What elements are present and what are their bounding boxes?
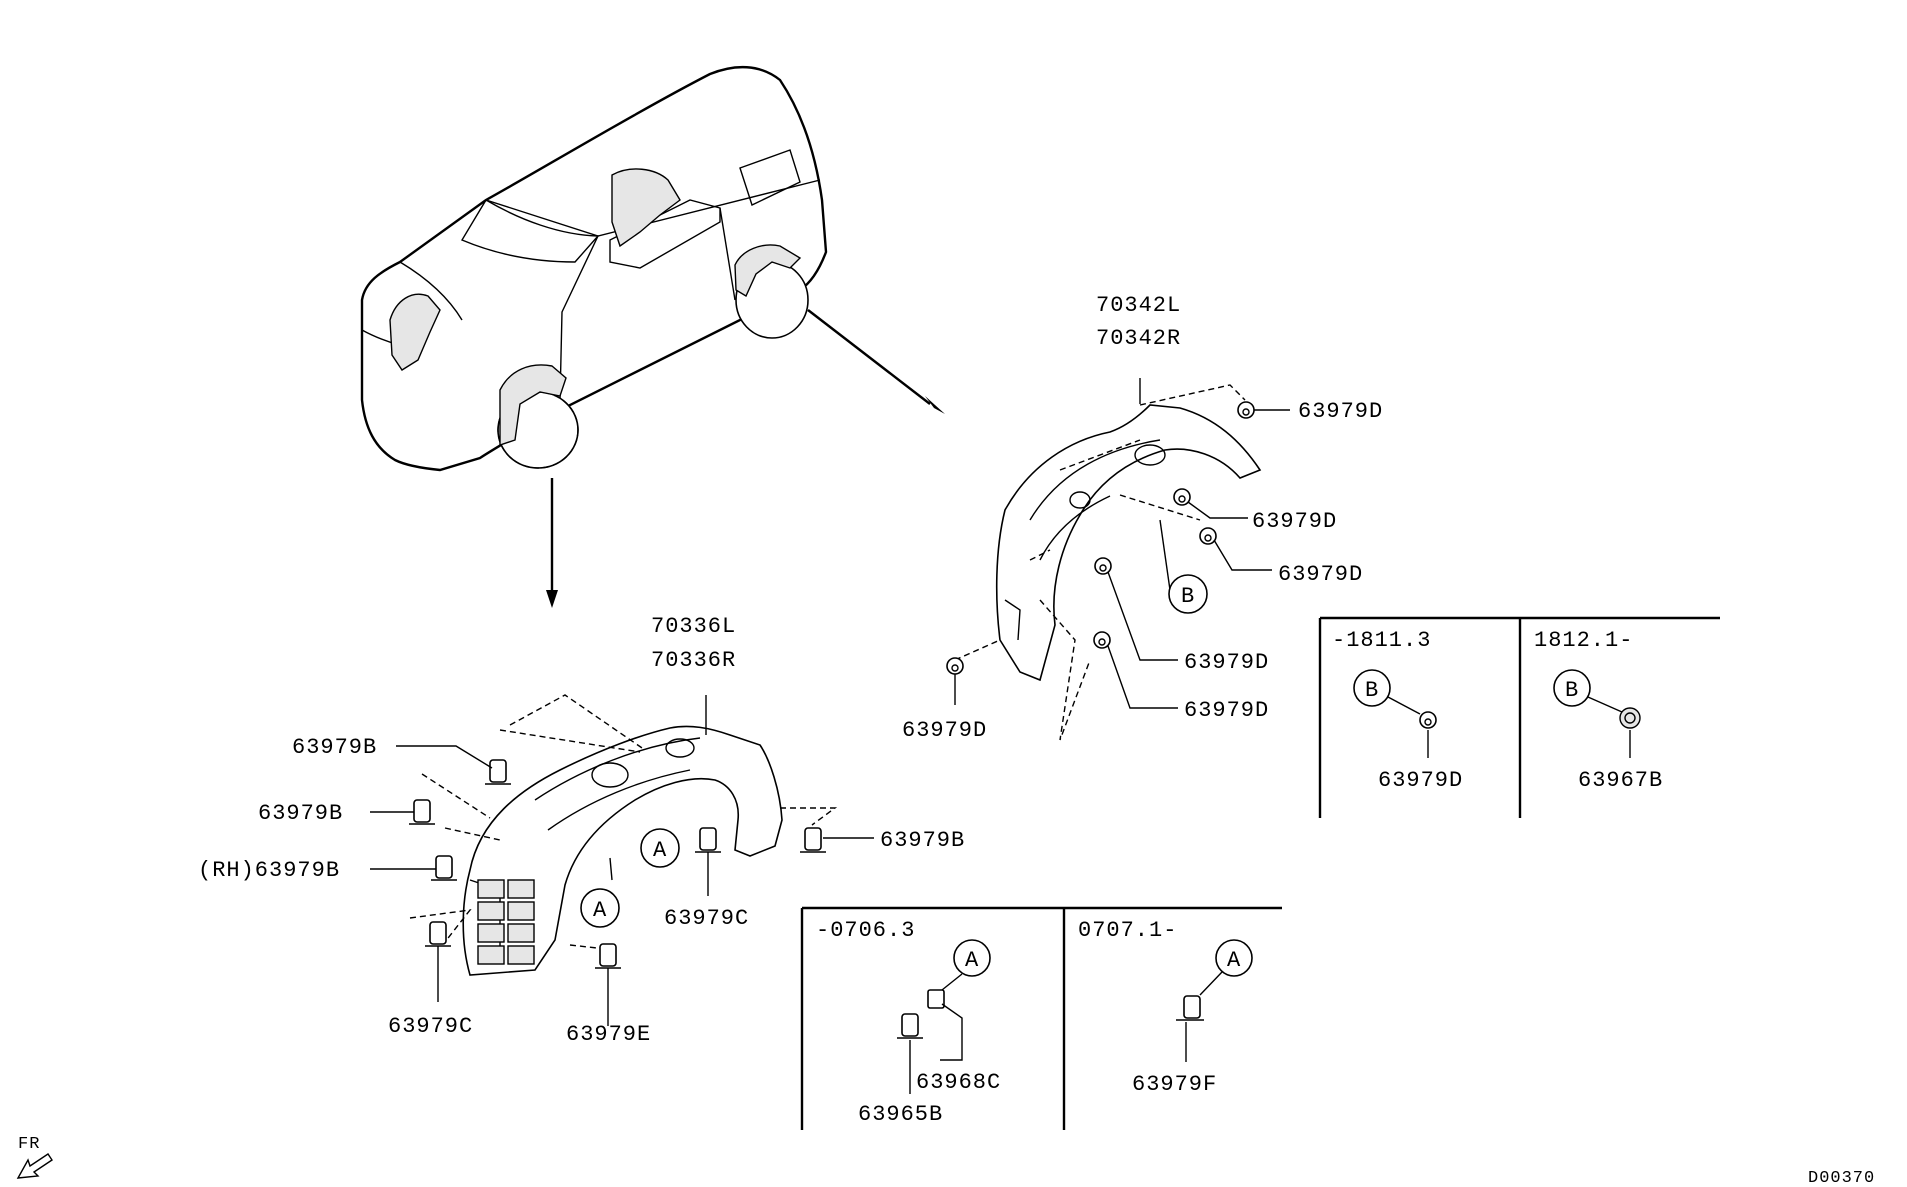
front-wheel-liner xyxy=(409,694,838,976)
ref-letter-b: B xyxy=(1181,584,1195,609)
box-b-left-part: 63979D xyxy=(1378,768,1463,793)
part-number-rear-clip-3: 63979D xyxy=(1278,562,1363,587)
part-number-70336l: 70336L xyxy=(651,614,736,639)
front-direction-indicator: FR xyxy=(16,1135,53,1179)
box-a-left-date: -0706.3 xyxy=(816,918,915,943)
box-b-right-date: 1812.1- xyxy=(1534,628,1633,653)
box-a-left-part-1: 63968C xyxy=(916,1070,1001,1095)
rear-labels: 70342L 70342R 63979D 63979D 63979D 63979… xyxy=(902,293,1383,743)
callout-arrows xyxy=(546,309,945,608)
part-number-63979e: 63979E xyxy=(566,1022,651,1047)
box-a-right-part: 63979F xyxy=(1132,1072,1217,1097)
direction-label: FR xyxy=(18,1135,40,1154)
ref-circle-b xyxy=(1168,574,1208,614)
part-number-rear-clip-5: 63979D xyxy=(1184,698,1269,723)
part-number-70342l: 70342L xyxy=(1096,293,1181,318)
box-b-left-date: -1811.3 xyxy=(1332,628,1431,653)
variant-box-a: -0706.3 0707.1- A 63968C 63965B A 63979F xyxy=(800,906,1282,1130)
part-number-63979b-1: 63979B xyxy=(292,735,377,760)
ref-letter-a-2: A xyxy=(593,898,607,923)
part-number-rear-clip-2: 63979D xyxy=(1252,509,1337,534)
ref-circle-a-2 xyxy=(580,888,620,928)
vehicle-illustration xyxy=(360,65,828,472)
part-number-rear-clip-4: 63979D xyxy=(1184,650,1269,675)
part-number-70336r: 70336R xyxy=(651,648,736,673)
box-a-right-date: 0707.1- xyxy=(1078,918,1177,943)
box-b-right-part: 63967B xyxy=(1578,768,1663,793)
diagram-code: D00370 xyxy=(1808,1169,1875,1187)
rear-clips xyxy=(946,401,1255,675)
part-number-63979c-2: 63979C xyxy=(388,1014,473,1039)
part-number-63979b-rh: (RH)63979B xyxy=(198,858,340,883)
part-number-70342r: 70342R xyxy=(1096,326,1181,351)
variant-box-b: -1811.3 1812.1- B 63979D B 63967B xyxy=(1318,616,1720,818)
front-labels: 70336L 70336R 63979B 63979B (RH)63979B 6… xyxy=(198,614,965,1047)
direction-arrow-icon xyxy=(16,1153,53,1179)
ref-letter-a-1: A xyxy=(653,838,667,863)
box-b-ref-left: B xyxy=(1365,678,1379,703)
box-a-left-part-2: 63965B xyxy=(858,1102,943,1127)
part-number-63979b-2: 63979B xyxy=(258,801,343,826)
part-number-63979c-1: 63979C xyxy=(664,906,749,931)
rear-wheel-liner xyxy=(954,384,1262,741)
part-number-63979b-4: 63979B xyxy=(880,828,965,853)
box-a-ref-right: A xyxy=(1227,948,1241,973)
box-b-ref-right: B xyxy=(1565,678,1579,703)
rear-leaders xyxy=(954,378,1290,709)
part-number-rear-clip-6: 63979D xyxy=(902,718,987,743)
part-number-rear-clip-1: 63979D xyxy=(1298,399,1383,424)
front-leaders xyxy=(370,695,874,1026)
box-a-ref-left: A xyxy=(965,948,979,973)
ref-circle-a-1 xyxy=(640,828,680,868)
